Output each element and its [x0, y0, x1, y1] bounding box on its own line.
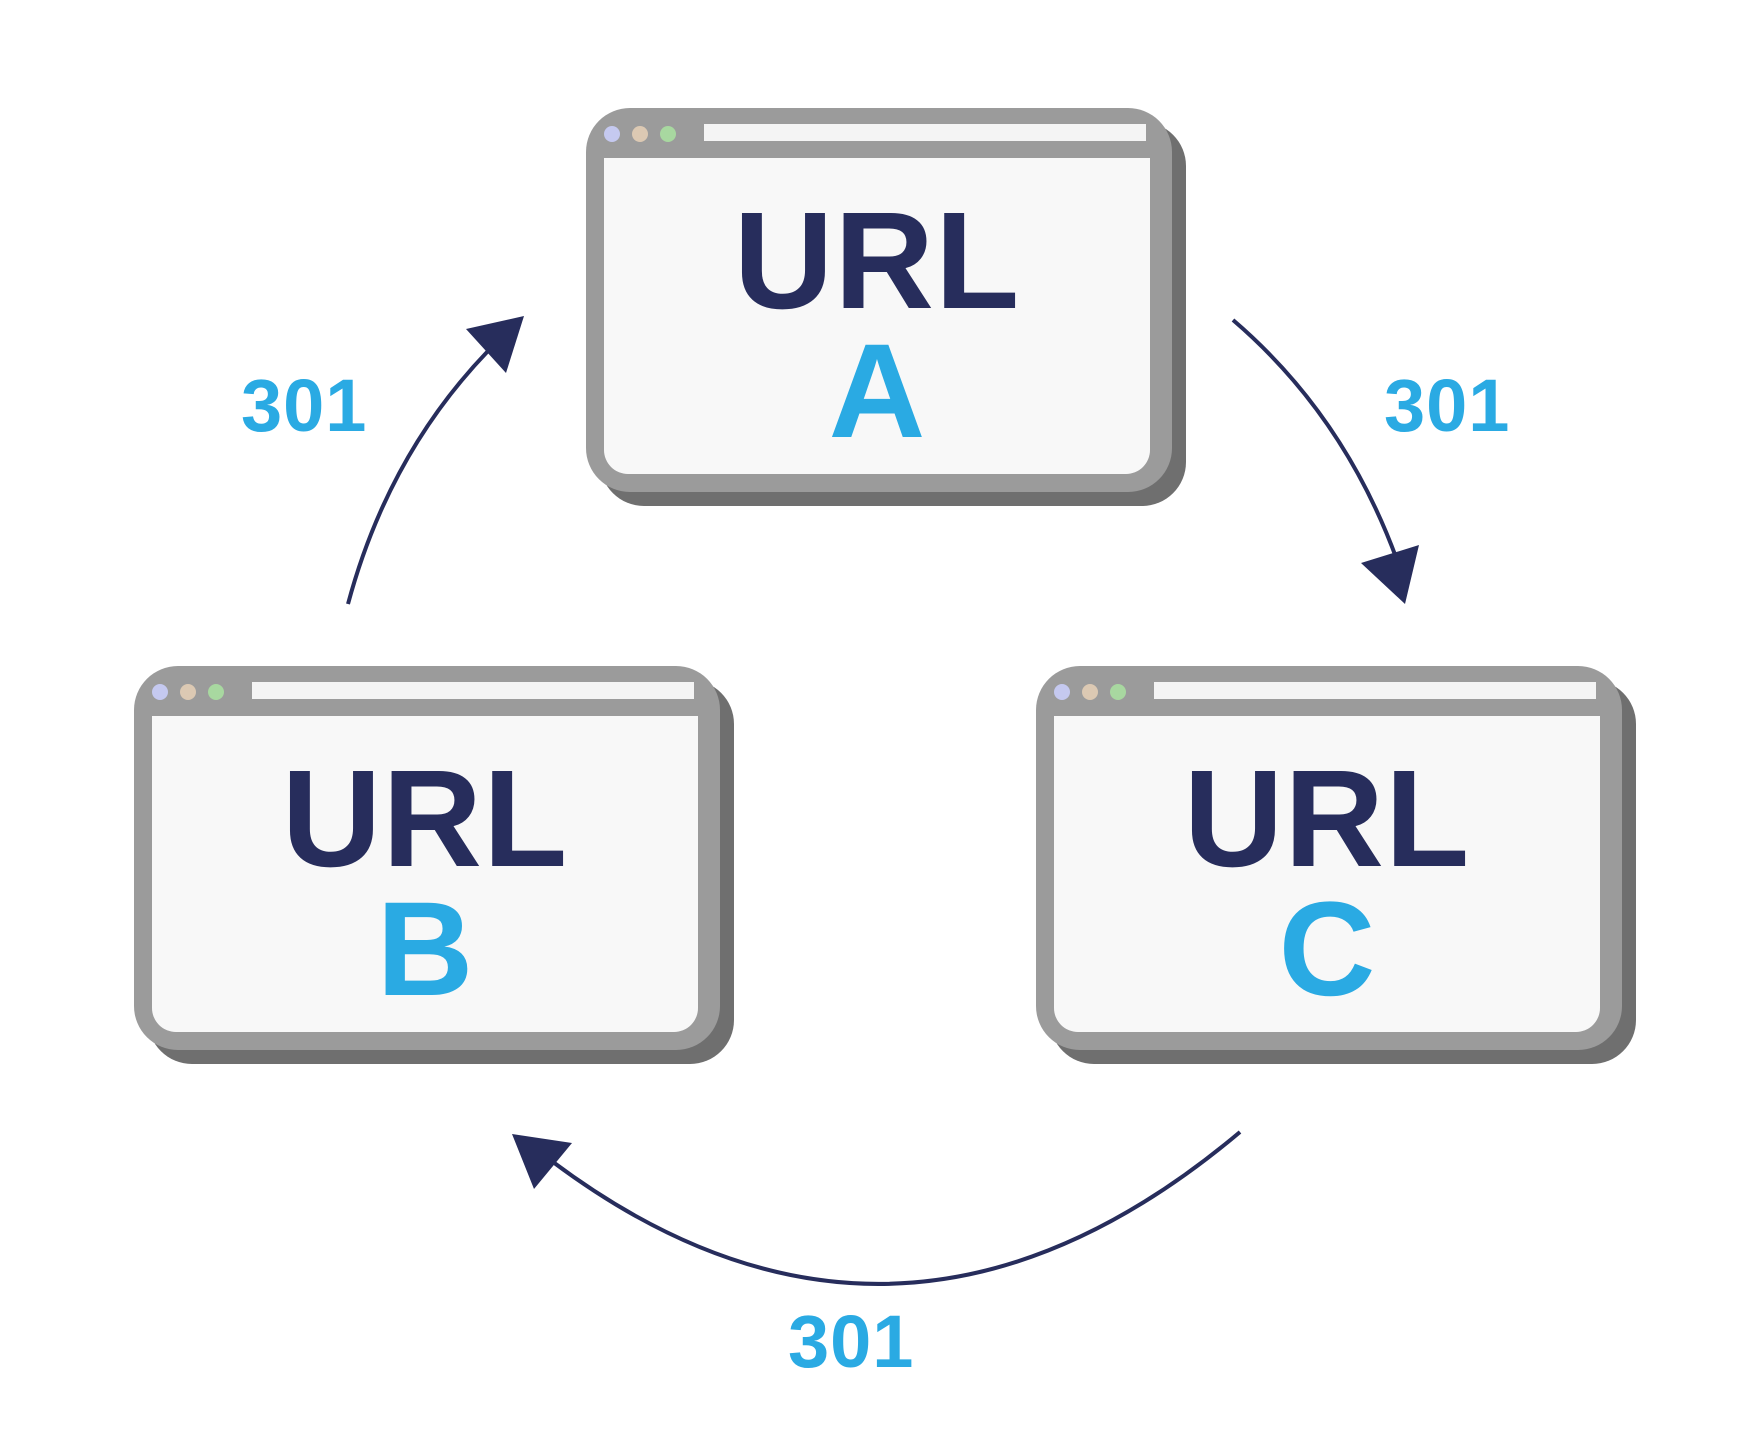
- browser-window-url-b: URL B: [134, 666, 734, 1064]
- window-frame: URL B: [134, 666, 720, 1050]
- address-bar: [252, 682, 694, 699]
- window-frame: URL C: [1036, 666, 1622, 1050]
- window-dot-2-icon: [1082, 684, 1098, 700]
- arrow-b-to-a: [346, 349, 490, 605]
- window-frame: URL A: [586, 108, 1172, 492]
- window-dot-3-icon: [660, 126, 676, 142]
- address-bar: [704, 124, 1146, 141]
- url-letter: A: [828, 317, 926, 466]
- url-word: URL: [1183, 742, 1471, 896]
- arrow-c-to-b-head: [512, 1134, 572, 1189]
- arrow-b-to-a-head: [466, 316, 524, 373]
- window-dot-1-icon: [152, 684, 168, 700]
- url-letter: C: [1278, 875, 1376, 1024]
- window-dot-1-icon: [604, 126, 620, 142]
- window-content: URL A: [604, 158, 1150, 474]
- window-content: URL C: [1054, 716, 1600, 1032]
- status-code-label-c-to-b: 301: [788, 1300, 915, 1383]
- url-word: URL: [281, 742, 569, 896]
- window-dot-2-icon: [632, 126, 648, 142]
- arrow-a-to-c: [1231, 318, 1399, 561]
- status-code-label-a-to-c: 301: [1384, 364, 1511, 447]
- window-dot-3-icon: [208, 684, 224, 700]
- url-word: URL: [733, 184, 1021, 338]
- window-content: URL B: [152, 716, 698, 1032]
- window-dot-3-icon: [1110, 684, 1126, 700]
- arrow-a-to-c-head: [1361, 545, 1419, 604]
- window-dot-1-icon: [1054, 684, 1070, 700]
- window-dot-2-icon: [180, 684, 196, 700]
- browser-window-url-a: URL A: [586, 108, 1186, 506]
- status-code-label-b-to-a: 301: [241, 364, 368, 447]
- arrow-c-to-b: [551, 1130, 1242, 1286]
- browser-window-url-c: URL C: [1036, 666, 1636, 1064]
- address-bar: [1154, 682, 1596, 699]
- url-letter: B: [376, 875, 474, 1024]
